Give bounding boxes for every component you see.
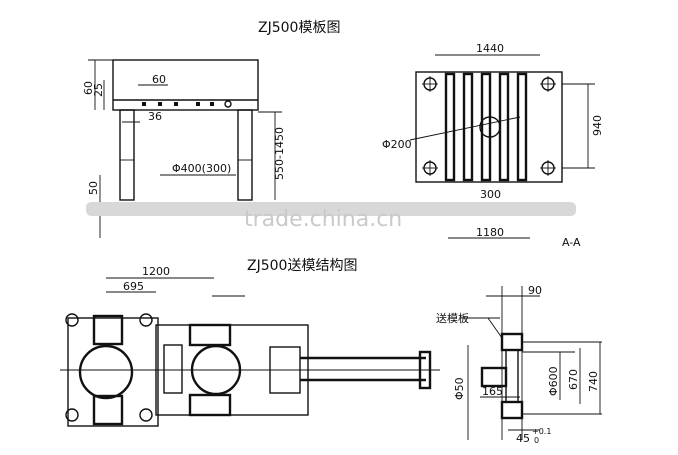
slot-row: [142, 100, 232, 108]
platen-plan: [415, 71, 563, 183]
section-block: [500, 332, 524, 352]
mould-circle: [78, 344, 134, 400]
dim-feeder-1200: 1200: [142, 265, 170, 278]
dim-feeder-695: 695: [123, 280, 144, 293]
clamp-block: [92, 394, 124, 426]
bore-label: Φ400(300): [172, 162, 231, 175]
column-left: [119, 109, 135, 201]
dim-section-90: 90: [528, 284, 542, 297]
watermark: trade.china.cn: [244, 207, 402, 232]
dim-plan-1440: 1440: [476, 42, 504, 55]
dim-side-stroke: 550-1450: [273, 127, 286, 180]
column-right: [237, 109, 253, 201]
center-bore: [479, 116, 501, 138]
title-top: ZJ500模板图: [258, 20, 340, 36]
dim-side-60-vert: 60: [82, 81, 95, 95]
tol-lower: 0: [534, 436, 539, 445]
dim-plan-940: 940: [591, 115, 604, 136]
plan-view: 1440 940 Φ200 300 1180: [382, 42, 604, 239]
dim-section-50: Φ50: [453, 377, 466, 400]
slide-clamp: [188, 393, 232, 417]
section-pin: [480, 366, 508, 388]
side-view: 60 25 60 36 550-1450 50 Φ400(300): [82, 59, 286, 238]
dim-plan-bore: Φ200: [382, 138, 412, 151]
dim-plan-300: 300: [480, 188, 501, 201]
callout-feeder-plate: 送模板: [436, 311, 469, 325]
blurred-strip: [86, 202, 576, 216]
dim-side-60: 60: [152, 73, 166, 86]
dim-side-25: 25: [92, 83, 105, 97]
dim-section-670: 670: [567, 369, 580, 390]
feeder-frame: [67, 317, 159, 427]
feeder-section-view: 送模板 90 Φ600 670 740 Φ50 165 45 +0.1 0: [436, 284, 602, 445]
slide-clamp: [188, 323, 232, 347]
tol-base: 45: [516, 432, 530, 445]
dim-side-50: 50: [87, 181, 100, 195]
feeder-plan-view: 1200 695: [60, 265, 440, 427]
dim-section-165: 165: [482, 385, 503, 398]
tol-upper: +0.1: [532, 427, 551, 436]
dim-side-36: 36: [148, 110, 162, 123]
clamp-block: [92, 314, 124, 346]
section-block: [500, 400, 524, 420]
dim-section-600: Φ600: [547, 366, 560, 396]
platen-side: [112, 59, 259, 111]
dim-section-740: 740: [587, 371, 600, 392]
section-label: A-A: [562, 236, 581, 249]
title-bottom: ZJ500送模结构图: [247, 258, 357, 274]
dim-plan-1180: 1180: [476, 226, 504, 239]
